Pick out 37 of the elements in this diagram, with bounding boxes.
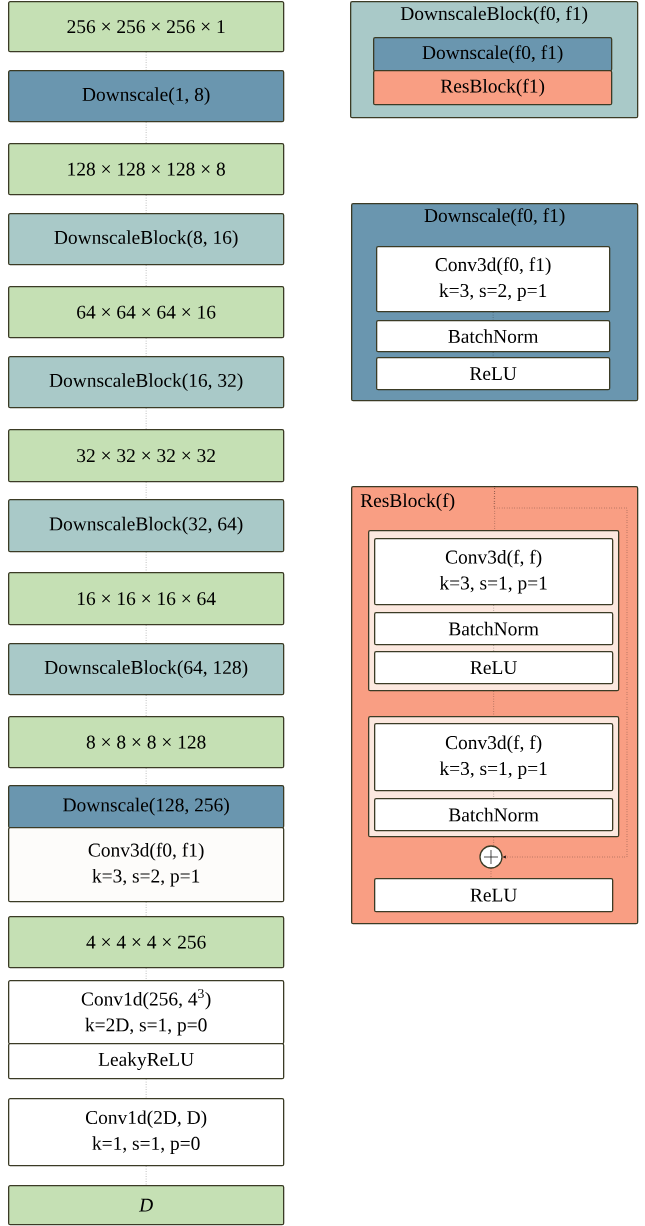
layer-box: ReLU <box>374 878 614 913</box>
tensor-box: 256 × 256 × 256 × 1 <box>8 1 285 53</box>
layer-box: ReLU <box>376 357 611 391</box>
layer-box: Conv3d(f, f) k=3, s=1, p=1 <box>374 723 614 792</box>
tensor-box: 4 × 4 × 4 × 256 <box>8 916 285 969</box>
layer-box: Downscale(128, 256) <box>8 785 285 829</box>
connector <box>493 605 494 613</box>
connector <box>494 485 495 531</box>
layer-box: Conv1d(2D, D) k=1, s=1, p=0 <box>8 1098 285 1167</box>
connector <box>493 791 494 799</box>
connector <box>493 837 494 846</box>
layer-box: Conv3d(f, f) k=3, s=1, p=1 <box>374 538 614 606</box>
layer-box: LeakyReLU <box>8 1043 285 1080</box>
connector <box>493 485 628 859</box>
tensor-box: 8 × 8 × 8 × 128 <box>8 716 285 769</box>
layer-box: ResBlock(f1) <box>373 70 613 106</box>
layer-box: Conv3d(f0, f1) k=3, s=2, p=1 <box>8 827 285 903</box>
tensor-box: D <box>8 1185 285 1226</box>
sum-circle <box>479 845 503 869</box>
layer-box: BatchNorm <box>374 798 614 832</box>
tensor-box: 16 × 16 × 16 × 64 <box>8 572 285 626</box>
layer-box: DownscaleBlock(8, 16) <box>8 213 285 266</box>
layer-box: Downscale(1, 8) <box>8 70 285 123</box>
layer-box: Downscale(f0, f1) <box>373 37 613 72</box>
layer-box: BatchNorm <box>374 612 614 646</box>
layer-box: DownscaleBlock(64, 128) <box>8 643 285 696</box>
layer-box: ReLU <box>374 651 614 685</box>
tensor-box: 128 × 128 × 128 × 8 <box>8 143 285 196</box>
connector <box>493 645 494 652</box>
tensor-box: 32 × 32 × 32 × 32 <box>8 429 285 483</box>
layer-box: BatchNorm <box>376 320 611 353</box>
layer-box: DownscaleBlock(32, 64) <box>8 499 285 553</box>
layer-box: Conv3d(f0, f1) k=3, s=2, p=1 <box>376 246 611 313</box>
connector <box>490 868 492 879</box>
layer-box: Conv1d(256, 4$^{3}$) k=2D, s=1, p=0 <box>8 980 285 1045</box>
tensor-box: 64 × 64 × 64 × 16 <box>8 286 285 339</box>
layer-box: DownscaleBlock(16, 32) <box>8 356 285 409</box>
